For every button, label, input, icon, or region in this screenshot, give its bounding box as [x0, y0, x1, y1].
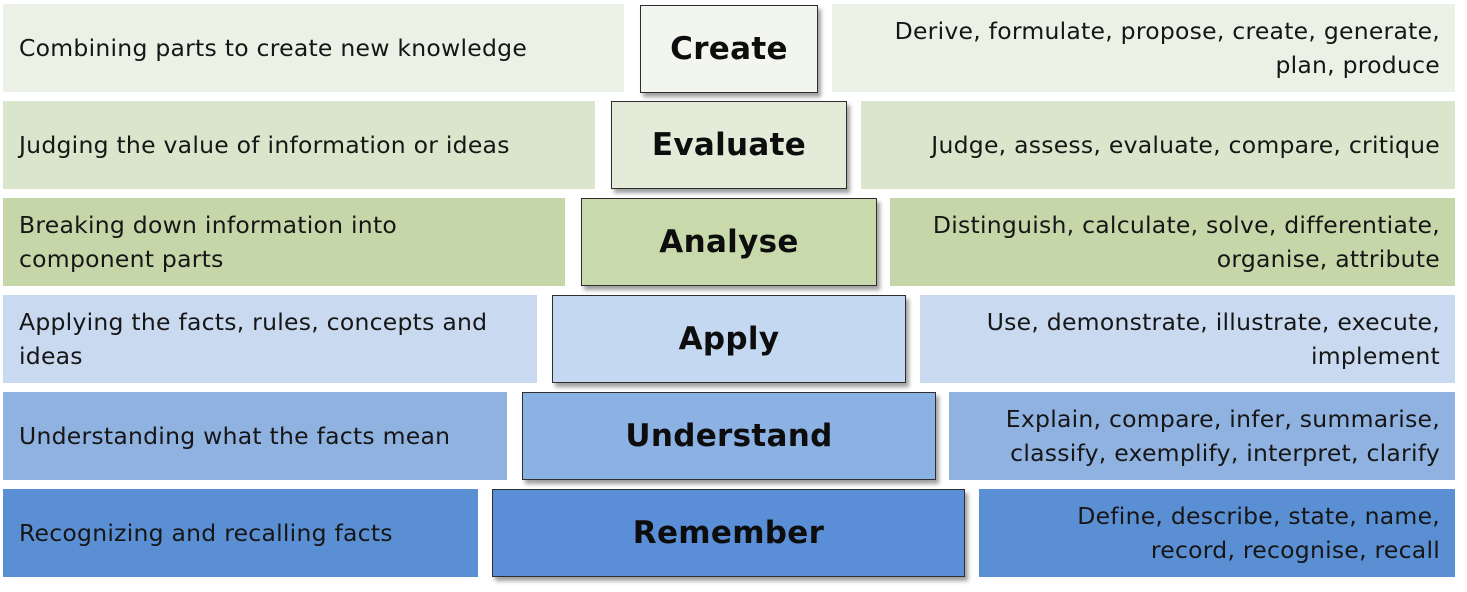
- description-create-text: Combining parts to create new knowledge: [19, 34, 528, 62]
- verbs-analyse: Distinguish, calculate, solve, different…: [890, 198, 1455, 286]
- verbs-create-text: Derive, formulate, propose, create, gene…: [894, 17, 1440, 79]
- level-label-analyse: Analyse: [659, 224, 799, 260]
- label-box-remember: Remember: [492, 489, 965, 577]
- level-understand: Understanding what the facts mean Unders…: [0, 392, 1467, 480]
- label-box-evaluate: Evaluate: [611, 101, 847, 189]
- verbs-remember: Define, describe, state, name, record, r…: [979, 489, 1455, 577]
- description-evaluate-text: Judging the value of information or idea…: [19, 131, 510, 159]
- verbs-understand-text: Explain, compare, infer, summarise, clas…: [1005, 405, 1440, 467]
- verbs-understand: Explain, compare, infer, summarise, clas…: [949, 392, 1455, 480]
- level-evaluate: Judging the value of information or idea…: [0, 101, 1467, 189]
- label-box-create: Create: [640, 5, 818, 93]
- label-box-understand: Understand: [522, 392, 936, 480]
- verbs-evaluate-text: Judge, assess, evaluate, compare, critiq…: [931, 131, 1440, 159]
- verbs-evaluate: Judge, assess, evaluate, compare, critiq…: [861, 101, 1455, 189]
- label-box-analyse: Analyse: [581, 198, 877, 286]
- level-label-remember: Remember: [632, 515, 825, 551]
- description-remember: Recognizing and recalling facts: [3, 489, 478, 577]
- description-remember-text: Recognizing and recalling facts: [19, 519, 393, 547]
- verbs-create: Derive, formulate, propose, create, gene…: [832, 4, 1455, 92]
- verbs-apply-text: Use, demonstrate, illustrate, execute, i…: [986, 308, 1440, 370]
- level-label-create: Create: [670, 31, 788, 67]
- level-apply: Applying the facts, rules, concepts and …: [0, 295, 1467, 383]
- level-label-understand: Understand: [625, 418, 833, 454]
- description-apply: Applying the facts, rules, concepts and …: [3, 295, 537, 383]
- description-apply-text: Applying the facts, rules, concepts and …: [19, 308, 488, 370]
- level-create: Combining parts to create new knowledge …: [0, 4, 1467, 93]
- level-label-evaluate: Evaluate: [651, 127, 807, 163]
- description-analyse: Breaking down information into component…: [3, 198, 565, 286]
- description-create: Combining parts to create new knowledge: [3, 4, 624, 92]
- description-understand-text: Understanding what the facts mean: [19, 422, 451, 450]
- description-analyse-text: Breaking down information into component…: [19, 211, 398, 273]
- description-evaluate: Judging the value of information or idea…: [3, 101, 595, 189]
- label-box-apply: Apply: [552, 295, 906, 383]
- verbs-apply: Use, demonstrate, illustrate, execute, i…: [920, 295, 1455, 383]
- level-remember: Recognizing and recalling facts Remember…: [0, 489, 1467, 577]
- verbs-remember-text: Define, describe, state, name, record, r…: [1077, 502, 1440, 564]
- description-understand: Understanding what the facts mean: [3, 392, 507, 480]
- verbs-analyse-text: Distinguish, calculate, solve, different…: [932, 211, 1440, 273]
- level-label-apply: Apply: [678, 321, 780, 357]
- level-analyse: Breaking down information into component…: [0, 198, 1467, 286]
